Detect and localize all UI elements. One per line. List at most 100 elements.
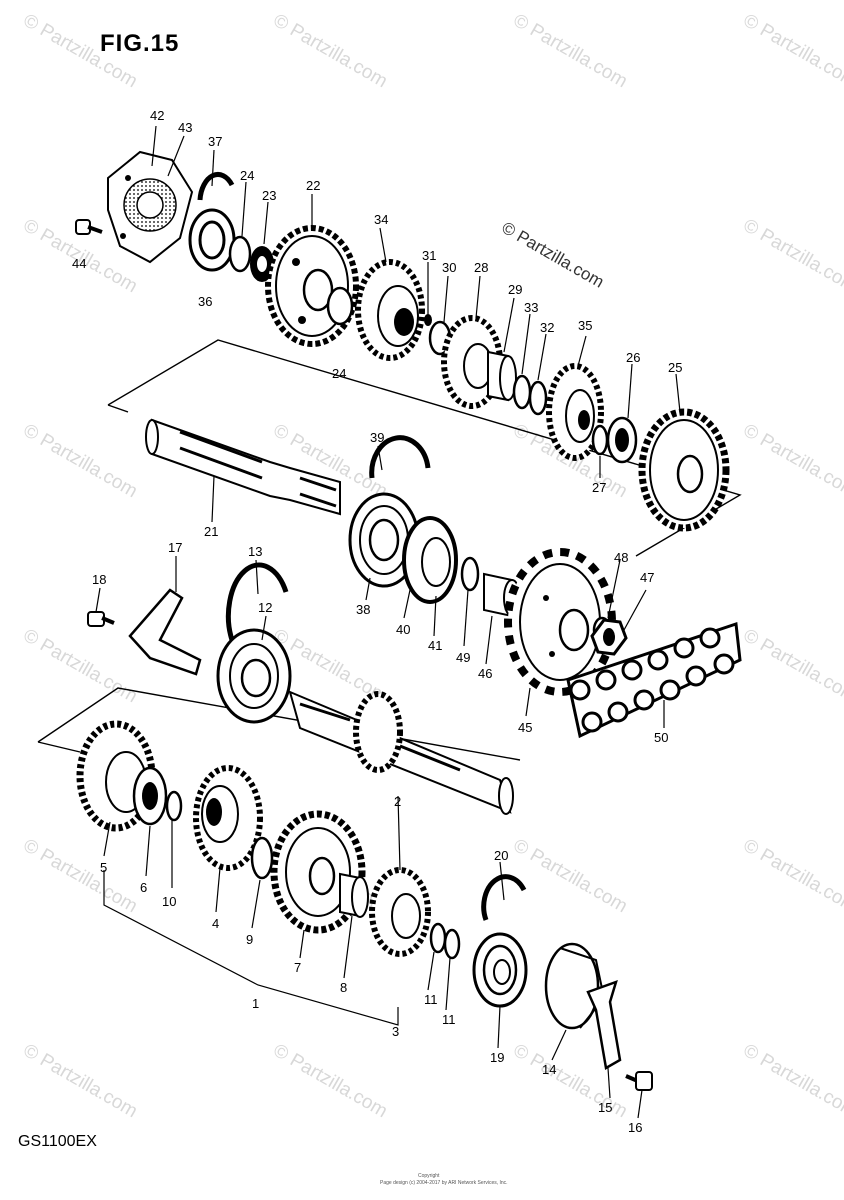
gear-7 (270, 810, 366, 934)
label-42: 42 (150, 108, 164, 123)
label-45: 45 (518, 720, 532, 735)
label-26: 26 (626, 350, 640, 365)
label-3: 3 (392, 1024, 399, 1039)
needle-bearing-23 (250, 246, 274, 282)
bearing-retainer-plate (107, 150, 194, 264)
label-24-lower: 24 (332, 366, 346, 381)
label-23: 23 (262, 188, 276, 203)
driveshaft-2 (288, 690, 514, 815)
bearing-19 (472, 932, 528, 1008)
sprocket-45 (504, 548, 616, 696)
snap-ring-37 (197, 171, 235, 201)
label-13: 13 (248, 544, 262, 559)
label-25: 25 (668, 360, 682, 375)
label-36: 36 (198, 294, 212, 309)
label-29: 29 (508, 282, 522, 297)
figure-title: FIG.15 (100, 30, 180, 57)
circlip-10 (165, 790, 183, 822)
label-11a: 11 (424, 992, 438, 1007)
bearing-12 (216, 628, 292, 724)
washer-11a (429, 922, 447, 954)
label-32: 32 (540, 320, 554, 335)
bearing-cover-14 (544, 942, 606, 1030)
label-47: 47 (640, 570, 654, 585)
washer-33 (512, 374, 532, 410)
label-24-top: 24 (240, 168, 254, 183)
gear-22 (265, 225, 359, 347)
label-31: 31 (422, 248, 436, 263)
countershaft-21 (145, 418, 341, 516)
label-2: 2 (394, 794, 401, 809)
label-14: 14 (542, 1062, 556, 1077)
gear-25 (638, 408, 730, 532)
label-50: 50 (654, 730, 668, 745)
circlip-27 (591, 424, 609, 456)
washer-24-top (228, 235, 252, 273)
leader-lines (95, 125, 681, 1119)
screw-16 (625, 1071, 653, 1091)
gear-34 (355, 259, 425, 361)
circlip-32 (528, 380, 548, 416)
gear-4 (193, 765, 263, 871)
label-49: 49 (456, 650, 470, 665)
bearing-36 (188, 208, 236, 272)
snap-ring-20 (481, 874, 527, 921)
label-11b: 11 (442, 1012, 456, 1027)
snap-ring-13 (225, 562, 289, 641)
label-37: 37 (208, 134, 222, 149)
label-7: 7 (294, 960, 301, 975)
label-43: 43 (178, 120, 192, 135)
label-15: 15 (598, 1100, 612, 1115)
label-39: 39 (370, 430, 384, 445)
screw-44 (75, 219, 103, 235)
label-44: 44 (72, 256, 86, 271)
bushing-29 (487, 350, 517, 402)
label-17: 17 (168, 540, 182, 555)
label-10: 10 (162, 894, 176, 909)
label-19: 19 (490, 1050, 504, 1065)
label-4: 4 (212, 916, 219, 931)
label-27: 27 (592, 480, 606, 495)
label-41: 41 (428, 638, 442, 653)
nut-47 (590, 618, 628, 656)
snap-ring-39 (369, 435, 431, 479)
label-1: 1 (252, 996, 259, 1011)
model-code: GS1100EX (18, 1133, 97, 1150)
label-20: 20 (494, 848, 508, 863)
gear-35 (546, 363, 604, 461)
label-40: 40 (396, 622, 410, 637)
label-28: 28 (474, 260, 488, 275)
label-9: 9 (246, 932, 253, 947)
label-6: 6 (140, 880, 147, 895)
bearing-stopper-17 (128, 588, 202, 676)
label-12: 12 (258, 600, 272, 615)
label-34: 34 (374, 212, 388, 227)
label-46: 46 (478, 666, 492, 681)
label-22: 22 (306, 178, 320, 193)
bearing-stopper-15 (586, 979, 622, 1070)
label-8: 8 (340, 980, 347, 995)
label-30: 30 (442, 260, 456, 275)
bracket-item-1 (103, 870, 399, 1026)
bushing-8 (339, 872, 369, 918)
bushing-26 (606, 416, 638, 464)
lock-washer-31 (424, 314, 432, 326)
label-18: 18 (92, 572, 106, 587)
washer-24-lower (326, 286, 354, 326)
label-38: 38 (356, 602, 370, 617)
bushing-6 (132, 766, 168, 826)
drive-chain-50 (566, 621, 742, 739)
gear-3 (369, 867, 431, 957)
oil-seal-40 (402, 516, 458, 604)
circlip-11b (443, 928, 461, 960)
page-design-credit: Page design (c) 2004-2017 by ARI Network… (380, 1180, 508, 1186)
screw-18 (87, 611, 115, 627)
label-16: 16 (628, 1120, 642, 1135)
label-5: 5 (100, 860, 107, 875)
label-48: 48 (614, 550, 628, 565)
label-35: 35 (578, 318, 592, 333)
o-ring-49 (460, 556, 480, 592)
part-labels: 42 43 37 24 23 22 44 36 24 34 31 30 28 2… (72, 108, 682, 1135)
washer-9 (250, 836, 274, 880)
